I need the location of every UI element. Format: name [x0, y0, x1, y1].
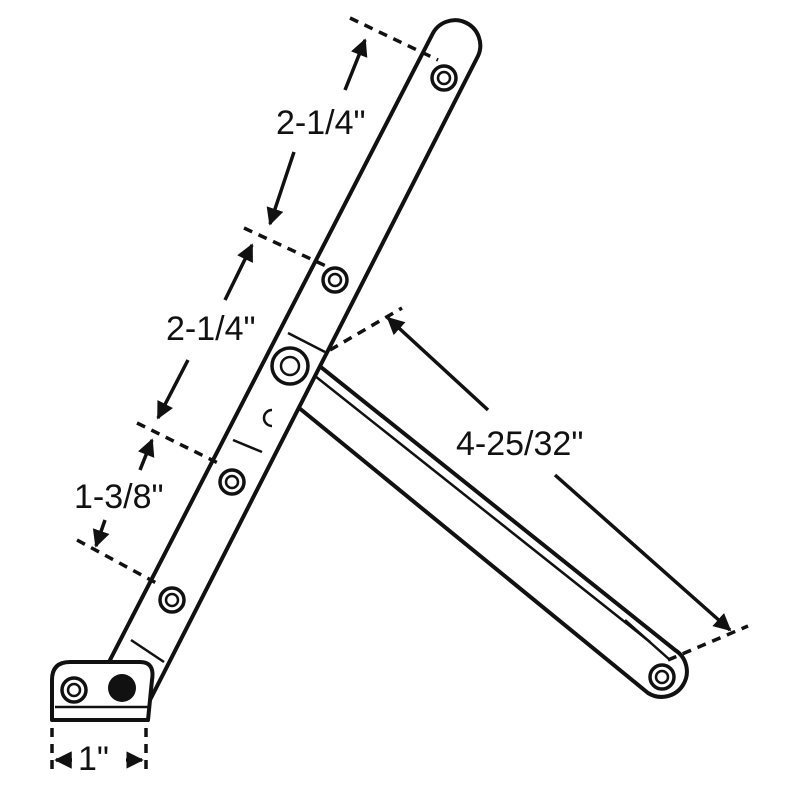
- lower-spacing-label: 1-3/8": [74, 478, 164, 516]
- dimension-lines: [54, 38, 732, 769]
- support-arm-length-label: 4-25/32": [456, 425, 583, 463]
- base-rivet: [108, 674, 136, 702]
- middle-spacing-label: 2-1/4": [166, 310, 256, 348]
- base-width-label: 1": [78, 740, 109, 778]
- extension-lines: [50, 16, 749, 772]
- top-spacing-label: 2-1/4": [276, 104, 366, 142]
- dimension-labels: 2-1/4" 2-1/4" 1-3/8" 4-25/32" 1": [74, 104, 583, 778]
- base-block: [50, 660, 155, 722]
- main-arm: [108, 18, 483, 702]
